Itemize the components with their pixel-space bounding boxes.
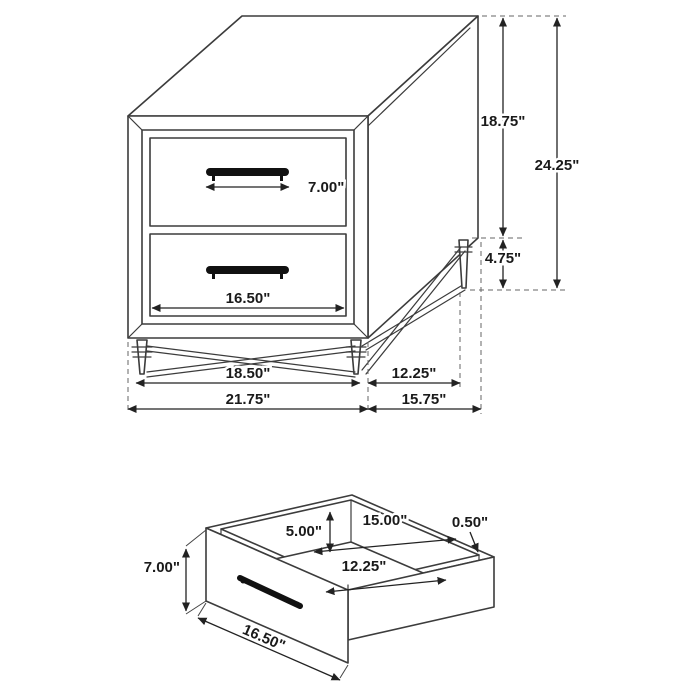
nightstand-drawing: 7.00" 16.50" 18.50" 21.75" 12.25" 15.75"… (127, 15, 582, 414)
drawer-drawing: 5.00" 15.00" 12.25" 0.50" 7.00" 16.50" (141, 494, 495, 681)
bottom-drawer-handle-post-left (212, 274, 215, 279)
nightstand-drawer-bottom (149, 233, 347, 317)
drawer-handle (237, 575, 303, 609)
top-drawer-handle-post-right (280, 176, 283, 181)
drawer-wall-thickness-label: 0.50" (452, 514, 488, 531)
top-drawer-handle (206, 168, 289, 176)
drawer-front-height-label: 7.00" (144, 559, 180, 576)
overall-depth-label: 15.75" (402, 391, 447, 408)
opening-width-label: 16.50" (226, 290, 271, 307)
leg-span-width-label: 18.50" (226, 365, 271, 382)
top-drawer-handle-post-left (212, 176, 215, 181)
drawer-front-height-extensions (185, 529, 207, 615)
height-extension-lines (470, 15, 566, 291)
width-extension-lines (127, 242, 482, 414)
drawer-wall-thickness-leader (469, 531, 479, 553)
leg-span-depth-label: 12.25" (392, 365, 437, 382)
drawer-interior-height-label: 5.00" (286, 523, 322, 540)
drawer-handle-post-right (294, 601, 300, 607)
bottom-drawer-handle-post-right (280, 274, 283, 279)
nightstand-top-edge-line (367, 27, 471, 127)
drawer-front-width-extensions (197, 602, 349, 679)
drawer-handle-post-left (240, 578, 246, 584)
front-leg-cross-wires (146, 345, 356, 378)
drawer-front-width-dim-line (197, 617, 341, 681)
front-left-leg-coils (131, 346, 153, 358)
frame-miter-lines (127, 115, 369, 339)
nightstand-drawer-top (149, 137, 347, 227)
leg-height-label: 4.75" (485, 250, 521, 267)
overall-height-label: 24.25" (535, 157, 580, 174)
drawer-interior-depth-label: 12.25" (342, 558, 387, 575)
bottom-drawer-handle (206, 266, 289, 274)
side-leg-cross-wires (361, 246, 466, 375)
drawer-interior-width-label: 15.00" (363, 512, 408, 529)
case-height-label: 18.75" (481, 113, 526, 130)
overall-width-label: 21.75" (226, 391, 271, 408)
drawer-interior-width-dim-line (313, 535, 457, 556)
handle-width-label: 7.00" (308, 179, 344, 196)
drawer-interior-depth-dim-line (325, 576, 447, 596)
